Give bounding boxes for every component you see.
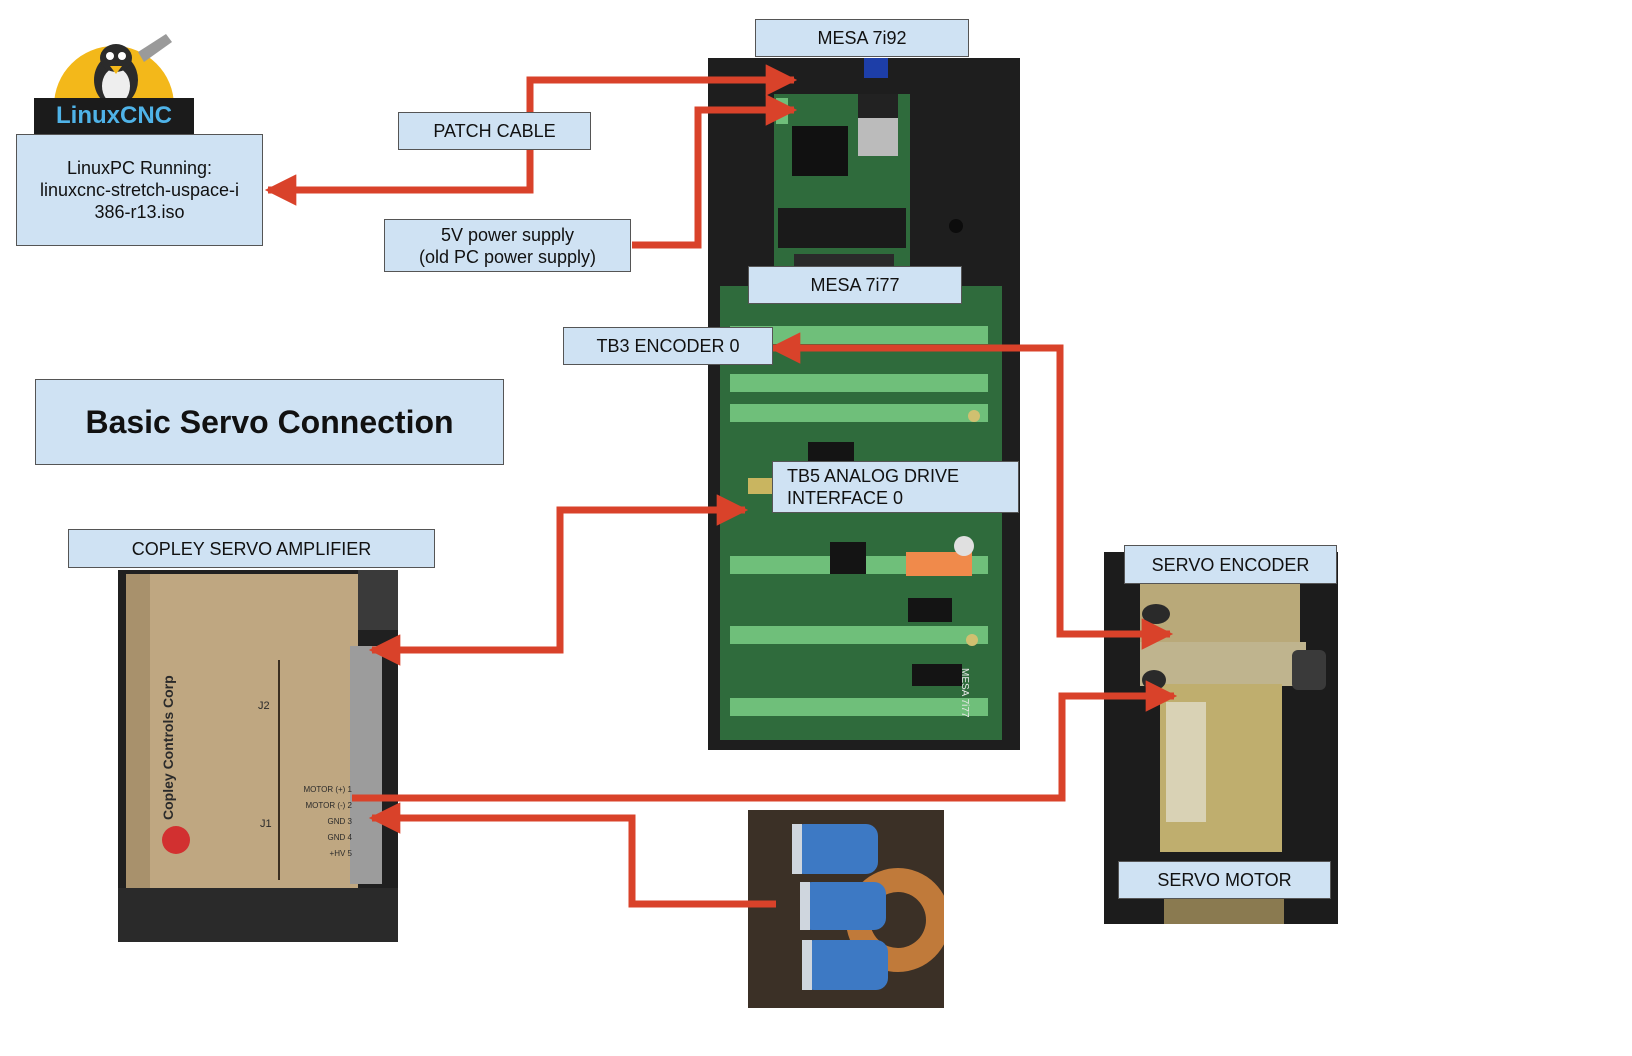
tb5-analog-text: TB5 ANALOG DRIVE INTERFACE 0	[787, 466, 960, 508]
j1-pin: +HV 5	[329, 849, 352, 858]
j1-pin: GND 4	[327, 833, 352, 842]
mesa-7i77-label: MESA 7i77	[748, 266, 962, 304]
diagram-title: Basic Servo Connection	[35, 379, 504, 465]
servo-motor-text: SERVO MOTOR	[1157, 870, 1292, 890]
copley-amplifier-label: COPLEY SERVO AMPLIFIER	[68, 529, 435, 568]
tb3-encoder-text: TB3 ENCODER 0	[596, 336, 740, 356]
diagram-title-text: Basic Servo Connection	[85, 404, 454, 440]
j1-pin: MOTOR (-) 2	[305, 801, 352, 810]
board-silkscreen: MESA 7i77	[959, 668, 970, 718]
power-capacitors-photo	[748, 810, 944, 1008]
linuxcnc-logo: LinuxCNC	[34, 28, 194, 134]
connector-j1-label: J1	[260, 818, 272, 830]
mesa-7i92-label: MESA 7i92	[755, 19, 969, 57]
power-bus-arrow	[368, 802, 776, 908]
servo-motor-label: SERVO MOTOR	[1118, 861, 1331, 899]
patch-cable-label: PATCH CABLE	[398, 112, 591, 150]
connector-j2-label: J2	[258, 700, 270, 712]
servo-encoder-label: SERVO ENCODER	[1124, 545, 1337, 584]
power-supply-label: 5V power supply (old PC power supply)	[384, 219, 631, 272]
tb5-analog-label: TB5 ANALOG DRIVE INTERFACE 0	[772, 461, 1019, 513]
amplifier-brand-text: Copley Controls Corp	[160, 675, 176, 820]
linux-pc-text: LinuxPC Running: linuxcnc-stretch-uspace…	[39, 158, 240, 222]
j1-pin-list: MOTOR (+) 1 MOTOR (-) 2 GND 3 GND 4 +HV …	[286, 782, 352, 862]
linux-pc-label: LinuxPC Running: linuxcnc-stretch-uspace…	[16, 134, 263, 246]
j1-pin: GND 3	[327, 817, 352, 826]
tb3-encoder-label: TB3 ENCODER 0	[563, 327, 773, 365]
patch-cable-text: PATCH CABLE	[433, 121, 556, 141]
logo-text: LinuxCNC	[56, 102, 172, 129]
mesa-7i77-text: MESA 7i77	[810, 275, 900, 295]
copley-amplifier-text: COPLEY SERVO AMPLIFIER	[131, 538, 372, 559]
tux-penguin-icon	[34, 34, 194, 134]
mesa-boards-photo: MESA 7i77	[708, 58, 1020, 750]
copley-amplifier-photo: Copley Controls Corp J2 J1 MOTOR (+) 1 M…	[118, 570, 398, 942]
power-supply-text: 5V power supply (old PC power supply)	[418, 224, 597, 267]
servo-encoder-text: SERVO ENCODER	[1151, 554, 1310, 575]
mesa-7i92-text: MESA 7i92	[817, 28, 907, 48]
j1-pin: MOTOR (+) 1	[303, 785, 352, 794]
